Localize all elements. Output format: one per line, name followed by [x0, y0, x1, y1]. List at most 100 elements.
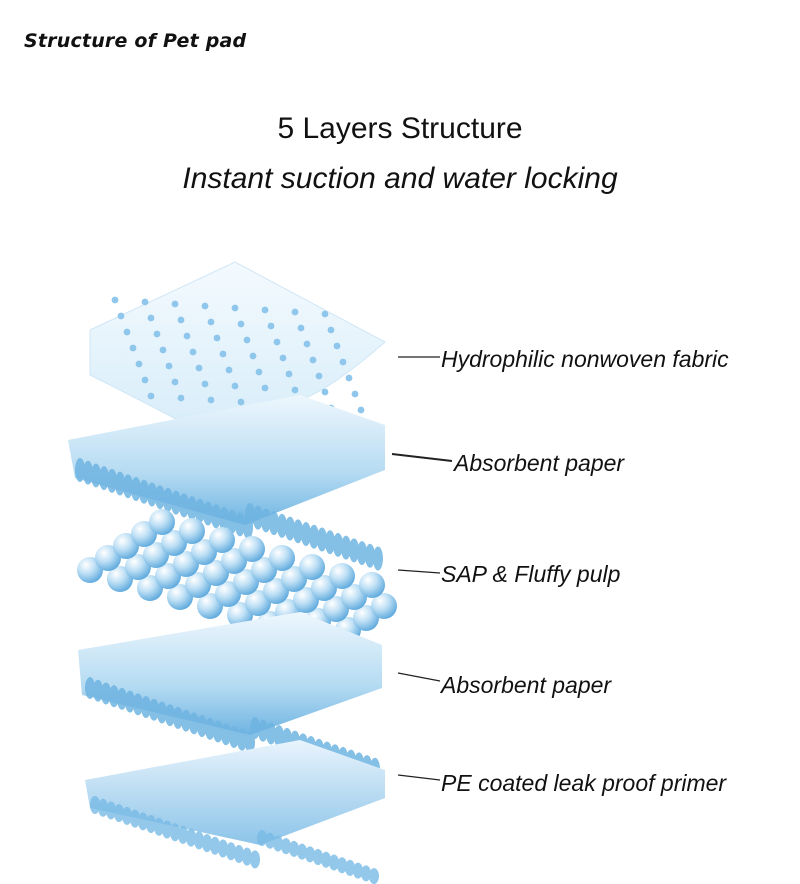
fabric-dot [207, 396, 215, 404]
wave-ridge [313, 849, 323, 866]
wave-ridge [197, 715, 207, 738]
wave-ridge [221, 723, 231, 746]
wave-ridge [353, 862, 363, 879]
wave-ridge [321, 851, 331, 868]
wave-ridge [195, 498, 205, 523]
fabric-dot [189, 348, 197, 356]
fabric-dot [351, 390, 359, 398]
wave-ridge [242, 847, 252, 866]
wave-ridge [369, 868, 379, 884]
leader-line-4 [397, 672, 441, 682]
fabric-dot [177, 316, 185, 324]
label-absorbent-paper-2: Absorbent paper [441, 672, 612, 698]
wave-ridge [178, 825, 188, 844]
label-absorbent-paper-1: Absorbent paper [454, 450, 625, 476]
fabric-dot [213, 334, 221, 342]
wave-ridge [266, 722, 276, 745]
fabric-dot [123, 328, 131, 336]
sap-ball [239, 536, 265, 562]
fabric-dot [315, 372, 323, 380]
leader-line-2 [391, 453, 453, 462]
fabric-dot [291, 386, 299, 394]
wave-ridge [218, 839, 228, 858]
wave-ridge [202, 834, 212, 853]
fabric-dot [147, 314, 155, 322]
wave-ridge [154, 817, 164, 836]
fabric-dot [225, 366, 233, 374]
fabric-dot [201, 380, 209, 388]
wave-ridge [170, 823, 180, 842]
fabric-dot [309, 356, 317, 364]
wave-ridge [325, 530, 335, 555]
wave-ridge [146, 815, 156, 834]
wave-ridge [173, 706, 183, 729]
wave-ridge [157, 701, 167, 724]
fabric-dot [153, 330, 161, 338]
fabric-dot [279, 354, 287, 362]
wave-ridge [227, 509, 237, 534]
fabric-dot [141, 298, 149, 306]
fabric-dot [183, 332, 191, 340]
wave-ridge [301, 522, 311, 547]
wave-ridge [211, 504, 221, 529]
fabric-dot [117, 312, 125, 320]
sap-ball [179, 518, 205, 544]
fabric-dot [231, 304, 239, 312]
wave-ridge [181, 709, 191, 732]
wave-ridge [93, 679, 103, 702]
fabric-dot [321, 388, 329, 396]
wave-ridge [125, 690, 135, 713]
fabric-dot [243, 336, 251, 344]
wave-ridge [114, 804, 124, 823]
label-sap-fluffy-pulp: SAP & Fluffy pulp [441, 561, 621, 587]
fabric-dot [321, 310, 329, 318]
wave-ridge [186, 828, 196, 847]
fabric-dot [171, 300, 179, 308]
wave-ridge [205, 717, 215, 740]
wave-ridge [91, 463, 101, 488]
sap-ball [329, 563, 355, 589]
wave-ridge [133, 693, 143, 716]
fabric-dot [159, 346, 167, 354]
fabric-dot [261, 306, 269, 314]
fabric-dot [345, 374, 353, 382]
wave-ridge [122, 806, 132, 825]
leader-line-5 [397, 774, 441, 781]
fabric-dot [249, 352, 257, 360]
wave-ridge [107, 468, 117, 493]
wave-ridge [179, 493, 189, 518]
sap-ball [269, 545, 295, 571]
wave-ridge [237, 728, 247, 751]
wave-ridge [305, 846, 315, 863]
wave-ridge [235, 512, 245, 537]
wave-ridge [98, 798, 108, 817]
fabric-dot [111, 296, 119, 304]
fabric-dot [285, 370, 293, 378]
wave-ridge [194, 831, 204, 850]
layer-nonwoven-fabric [89, 261, 386, 441]
fabric-dot [129, 344, 137, 352]
wave-ridge [357, 541, 367, 566]
wave-ridge [213, 720, 223, 743]
fabric-dot [297, 324, 305, 332]
wave-ridge [317, 527, 327, 552]
wave-ridge [99, 466, 109, 491]
wave-ridge [250, 717, 260, 739]
fabric-dot [303, 340, 311, 348]
label-nonwoven-fabric: Hydrophilic nonwoven fabric [441, 346, 729, 372]
wave-ridge [281, 838, 291, 855]
leader-line-3 [397, 569, 441, 574]
label-pe-primer: PE coated leak proof primer [441, 770, 727, 796]
layer-pe-primer [85, 740, 385, 884]
fabric-dot [141, 376, 149, 384]
fabric-dot [261, 384, 269, 392]
wave-ridge [373, 546, 383, 571]
wave-ridge [349, 538, 359, 563]
wave-ridge [109, 685, 119, 708]
wave-ridge [165, 704, 175, 727]
wave-ridge [226, 842, 236, 861]
wave-ridge [337, 857, 347, 874]
wave-ridge [329, 854, 339, 871]
corner-title: Structure of Pet pad [24, 30, 247, 52]
